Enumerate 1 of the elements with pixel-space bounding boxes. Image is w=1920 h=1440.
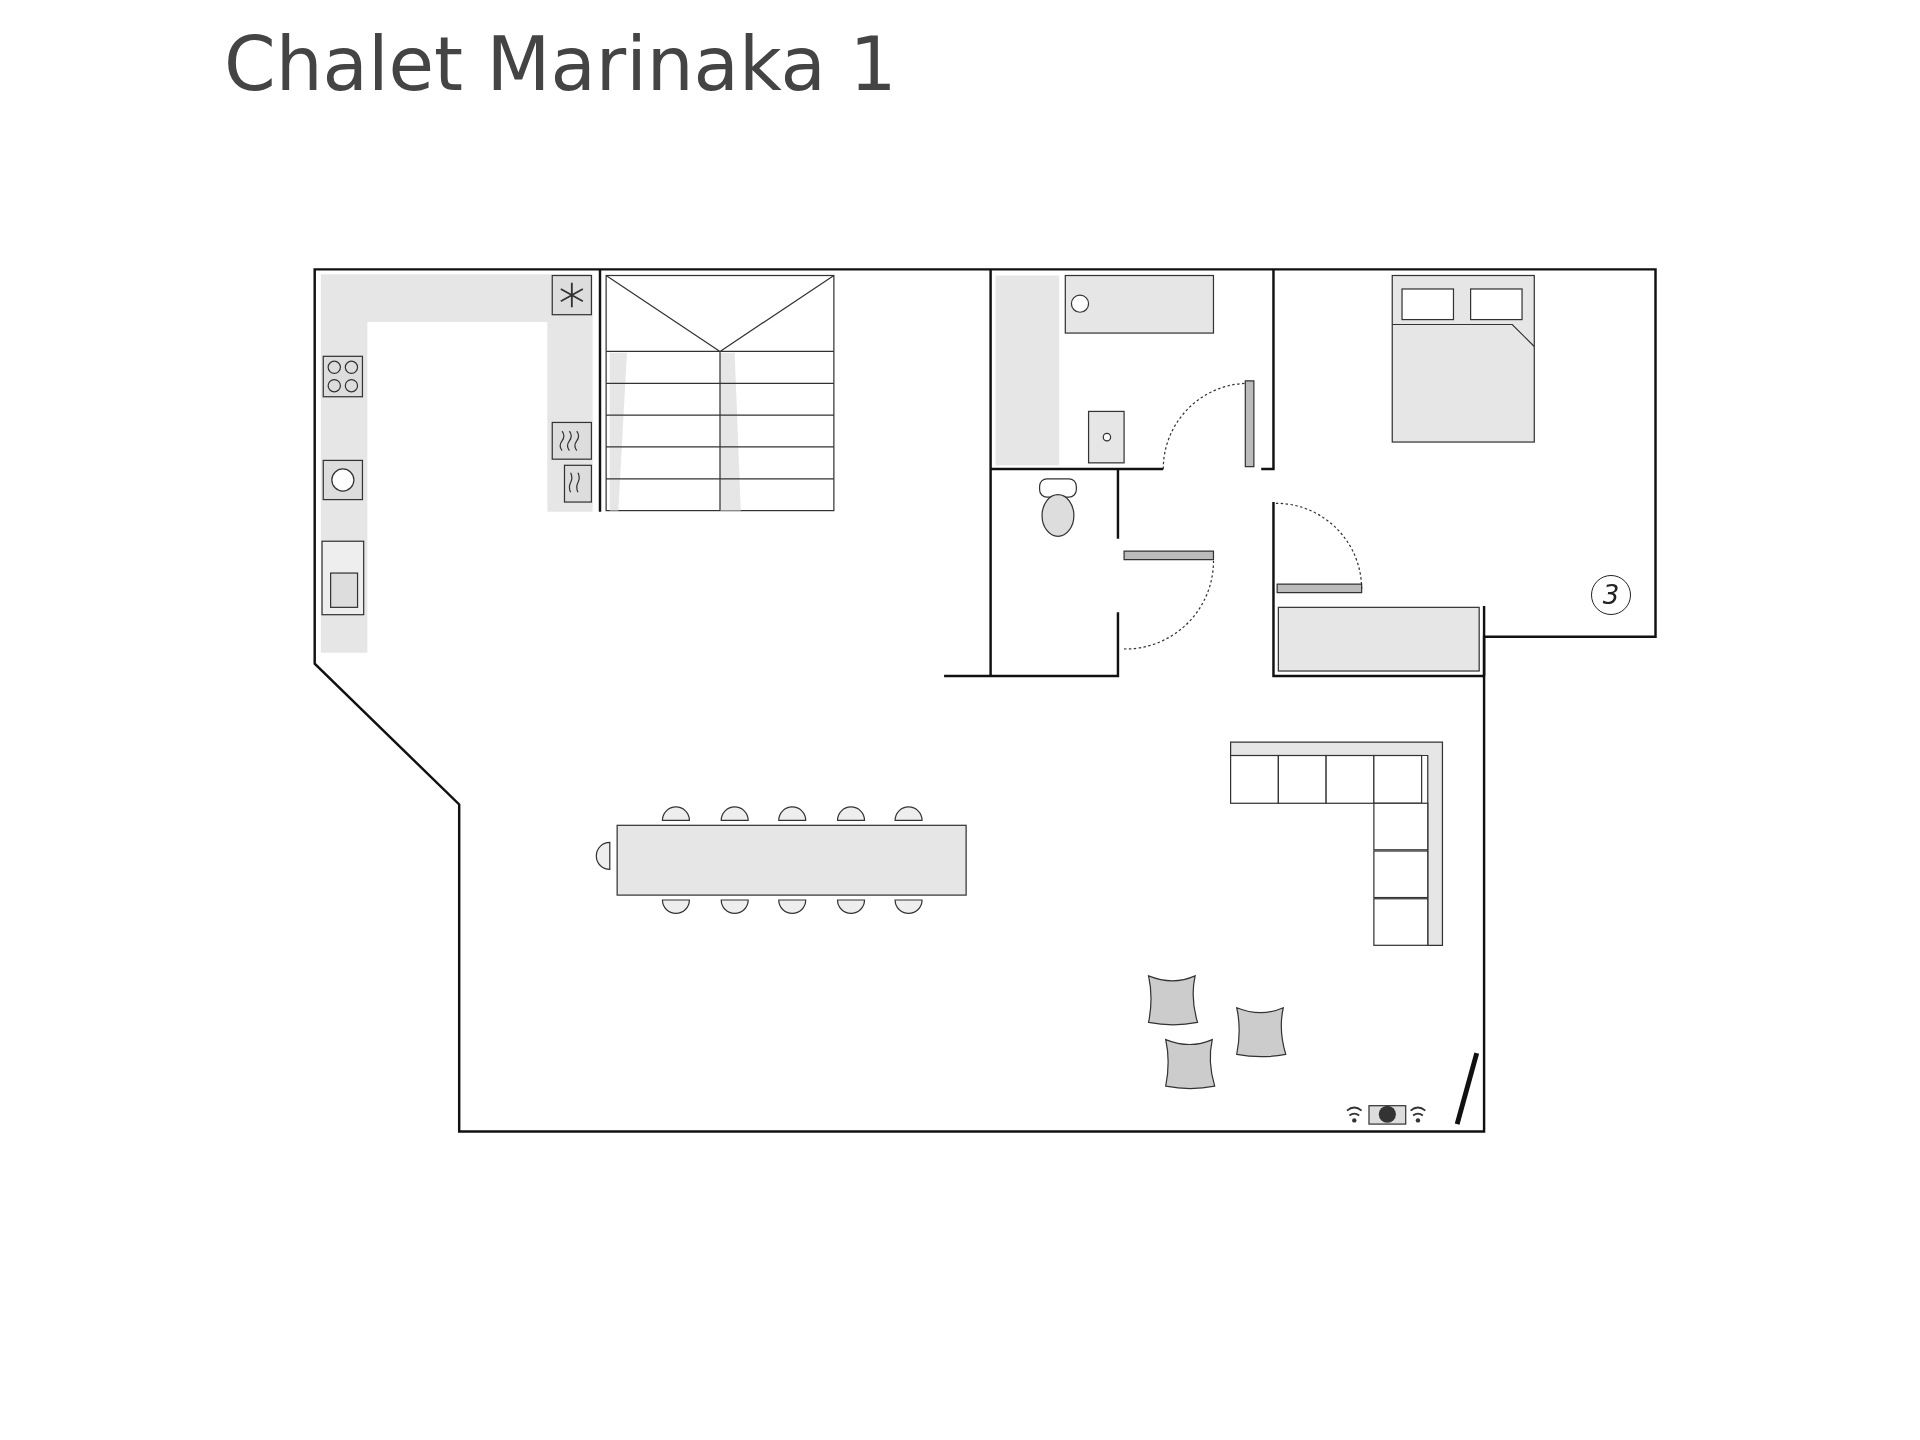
title: Chalet Marinaka 1 (224, 20, 897, 109)
